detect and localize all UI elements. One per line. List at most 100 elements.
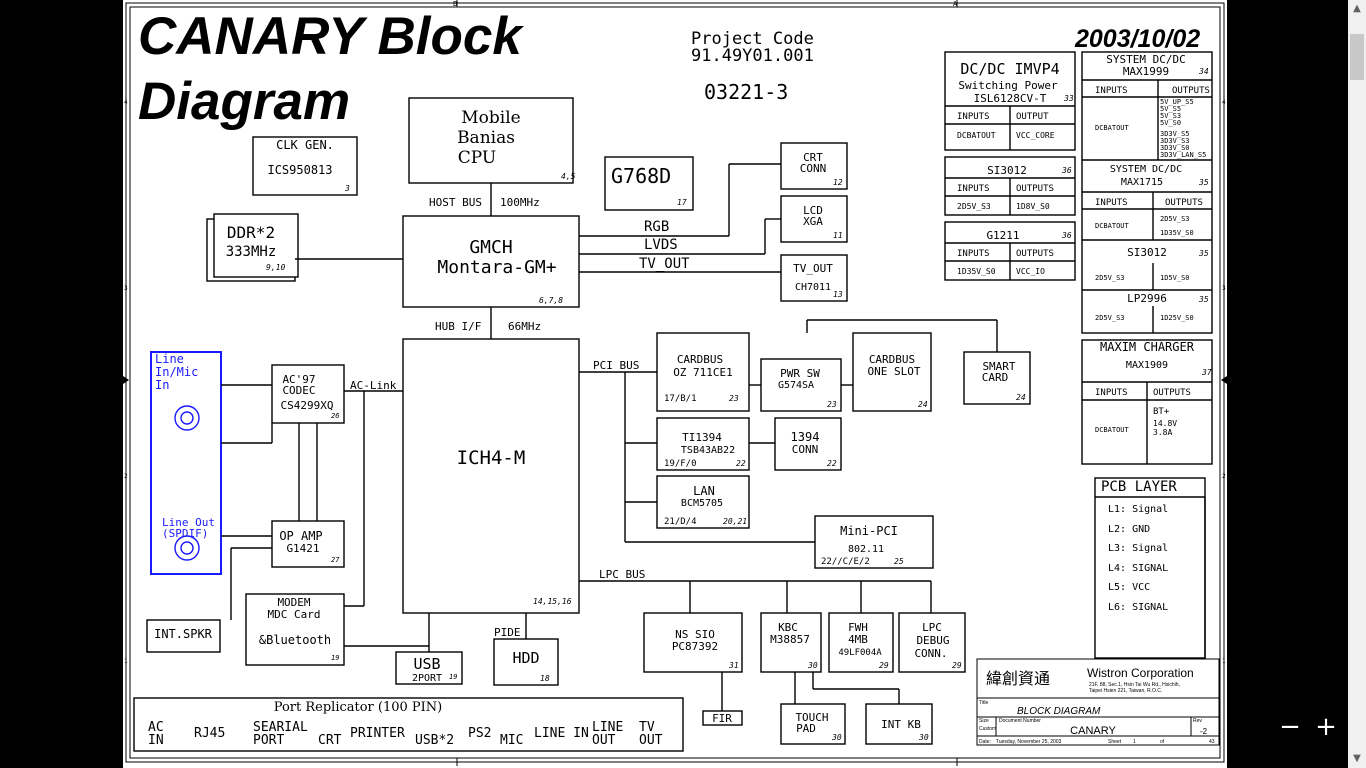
max1999-part: MAX1999 (1123, 65, 1169, 78)
diagram-title-line2: Diagram (138, 72, 350, 131)
imvp4-sub1: Switching Power (958, 79, 1058, 92)
imvp4-out: VCC_CORE (1016, 131, 1055, 140)
crt-page: 12 (833, 178, 843, 187)
pcb-layer-title: PCB LAYER (1101, 479, 1177, 495)
title-field-label: Title (979, 700, 988, 706)
imvp4-in: DCBATOUT (957, 131, 996, 140)
ddr-line2: 333MHz (226, 244, 277, 260)
pcb-layer-list: L1: Signal L2: GND L3: Signal L4: SIGNAL… (1108, 504, 1168, 613)
hdd-page: 18 (540, 674, 550, 683)
rev-field-label: Rev (1193, 718, 1202, 724)
conn1394-page: 22 (827, 459, 837, 468)
scroll-down-arrow-icon[interactable]: ▼ (1353, 753, 1361, 764)
border-mark-top-b: B (453, 0, 457, 8)
nssio-line1: NS SIO (675, 628, 715, 641)
g1211-h-in: INPUTS (957, 249, 990, 259)
line-in-label-2: In/Mic (155, 365, 198, 379)
gmch-line2: Montara-GM+ (437, 257, 556, 278)
date-field-value: Tuesday, November 25, 2003 (996, 739, 1062, 745)
pcb-layer-item: L2: GND (1108, 524, 1150, 535)
zoom-in-button[interactable]: + (1315, 712, 1337, 742)
si3012a-title: SI3012 (987, 164, 1027, 177)
conn1394-line1: 1394 (791, 430, 820, 444)
lpc-debug-line2: DEBUG (916, 634, 949, 647)
minipci-line1: Mini-PCI (840, 524, 898, 538)
g1211-in: 1D35V_S0 (957, 267, 996, 276)
charger-page: 37 (1201, 368, 1212, 377)
host-bus-speed: 100MHz (500, 196, 540, 209)
pide-label: PIDE (494, 626, 521, 639)
modem-line2: MDC Card (268, 608, 321, 621)
charger-out-1: BT+ (1153, 407, 1170, 417)
port-searial-1: SEARIAL (253, 720, 308, 735)
schematic-sheet: B A 4 3 2 1 4 3 2 1 CANARY Block Diagram… (123, 0, 1227, 768)
intkb-label: INT KB (881, 718, 921, 731)
project-code: 91.49Y01.001 (691, 46, 814, 66)
nssio-line2: PC87392 (672, 640, 718, 653)
size-field-value: Custom (979, 726, 996, 732)
minipci-page: 25 (894, 557, 904, 566)
company-chinese-name: 緯創資通 (986, 669, 1050, 688)
int-spkr-label: INT.SPKR (154, 627, 213, 641)
codec-line2: CODEC (282, 384, 315, 397)
max1999-out: 5V_S5 (1160, 105, 1181, 113)
ich4m-page: 14,15,16 (533, 597, 572, 606)
tvout-line2: CH7011 (795, 282, 831, 293)
clk-gen-title: CLK GEN. (276, 138, 334, 152)
charger-out-3: 3.8A (1153, 428, 1172, 437)
max1999-out: 3D3V_S5 (1160, 130, 1190, 138)
border-mark-right-1: 1 (1222, 658, 1226, 665)
ti1394-page: 22 (736, 459, 746, 468)
charger-h-in: INPUTS (1095, 388, 1128, 398)
port-mic: MIC (500, 733, 523, 748)
modem-line3: &Bluetooth (259, 633, 331, 647)
port-printer: PRINTER (350, 726, 405, 741)
ti1394-line2: TSB43AB22 (681, 445, 735, 456)
smart-card-line1: SMART (982, 360, 1015, 373)
fwh-line1: FWH (848, 621, 868, 634)
pwrsw-line2: G574SA (778, 380, 814, 391)
g768d-page: 17 (677, 198, 687, 207)
lpc-debug-line1: LPC (922, 621, 942, 634)
lcd-page: 11 (833, 231, 843, 240)
company-address-1: 21F, 88, Sec.1, Hsin Tai Wu Rd., Hsichih… (1089, 682, 1180, 688)
pcb-layer-item: L4: SIGNAL (1108, 563, 1168, 574)
border-mark-left-3: 3 (124, 285, 128, 292)
minipci-id: 22//C/E/2 (821, 557, 870, 567)
port-ac-in-1: AC (148, 720, 164, 735)
line-out-label-1: Line Out (162, 516, 215, 529)
lan-page: 20,21 (723, 517, 747, 526)
max1999-out: 3D3V_S0 (1160, 144, 1190, 152)
zoom-out-button[interactable]: − (1279, 712, 1301, 742)
host-bus-label: HOST BUS (429, 196, 482, 209)
sheet-field-value: 1 (1133, 739, 1136, 745)
cpu-page: 4,5 (561, 172, 576, 181)
company-name: Wistron Corporation (1087, 666, 1194, 680)
hub-if-speed: 66MHz (508, 320, 541, 333)
docnum-field-label: Document Number (999, 718, 1041, 724)
diagram-date: 2003/10/02 (1074, 25, 1200, 53)
port-line-out-2: OUT (592, 733, 616, 748)
charger-in: DCBATOUT (1095, 426, 1130, 434)
lcd-line2: XGA (803, 215, 823, 228)
si3012a-h-out: OUTPUTS (1016, 184, 1054, 194)
scroll-up-arrow-icon[interactable]: ▲ (1353, 3, 1361, 14)
si3012a-h-in: INPUTS (957, 184, 990, 194)
max1999-h-out: OUTPUTS (1172, 86, 1210, 96)
scrollbar-thumb[interactable] (1350, 34, 1364, 80)
tv-out-bus-label: TV_OUT (639, 256, 690, 272)
cardbus-line1: CARDBUS (677, 353, 723, 366)
usb-line2: 2PORT (412, 673, 442, 684)
usb-page: 19 (449, 673, 457, 681)
si3012b-out: 1D5V_S0 (1160, 274, 1190, 282)
lpc-debug-page: 29 (952, 661, 962, 670)
pcb-layer-item: L5: VCC (1108, 582, 1150, 593)
rgb-label: RGB (644, 219, 669, 235)
cpu-line1: Mobile (461, 108, 520, 128)
imvp4-title: DC/DC IMVP4 (960, 60, 1059, 78)
vertical-scrollbar[interactable]: ▲ ▼ (1348, 0, 1366, 768)
imvp4-h-out: OUTPUT (1016, 112, 1049, 122)
cardbus-slot-line1: CARDBUS (869, 353, 915, 366)
fwh-page: 29 (879, 661, 889, 670)
clk-gen-page: 3 (344, 184, 350, 193)
